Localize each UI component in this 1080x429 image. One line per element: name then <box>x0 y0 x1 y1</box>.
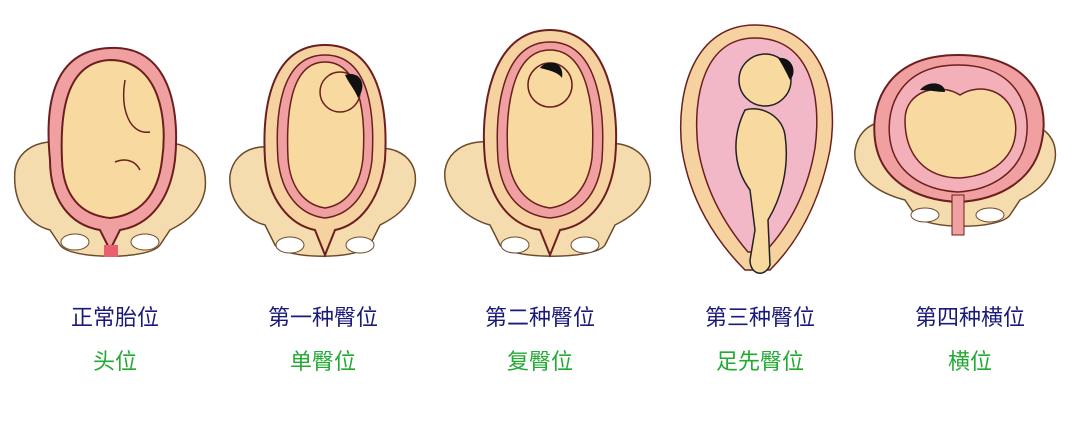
panel-footling-breech: 第三种臀位 足先臀位 <box>670 0 850 429</box>
cephalic-presentation-illustration <box>13 46 207 257</box>
transverse-lie-illustration <box>854 53 1057 236</box>
panel-subtitle: 复臀位 <box>506 350 573 375</box>
panel-subtitle: 横位 <box>947 350 992 375</box>
frank-breech-illustration <box>229 43 417 258</box>
panel-subtitle: 足先臀位 <box>715 350 804 375</box>
panel-transverse-lie: 第四种横位 横位 <box>850 0 1080 429</box>
panel-title: 第三种臀位 <box>704 306 815 331</box>
panel-frank-breech: 第一种臀位 单臀位 <box>220 0 430 429</box>
panel-title: 第二种臀位 <box>484 306 595 331</box>
footling-breech-illustration <box>679 24 834 274</box>
panel-title: 正常胎位 <box>70 306 159 331</box>
panel-subtitle: 头位 <box>92 350 137 375</box>
panel-title: 第一种臀位 <box>267 306 378 331</box>
panel-complete-breech: 第二种臀位 复臀位 <box>440 0 660 429</box>
panel-subtitle: 单臀位 <box>289 350 356 375</box>
panel-cephalic: 正常胎位 头位 <box>0 0 220 429</box>
panel-title: 第四种横位 <box>914 306 1025 331</box>
complete-breech-illustration <box>444 28 651 258</box>
